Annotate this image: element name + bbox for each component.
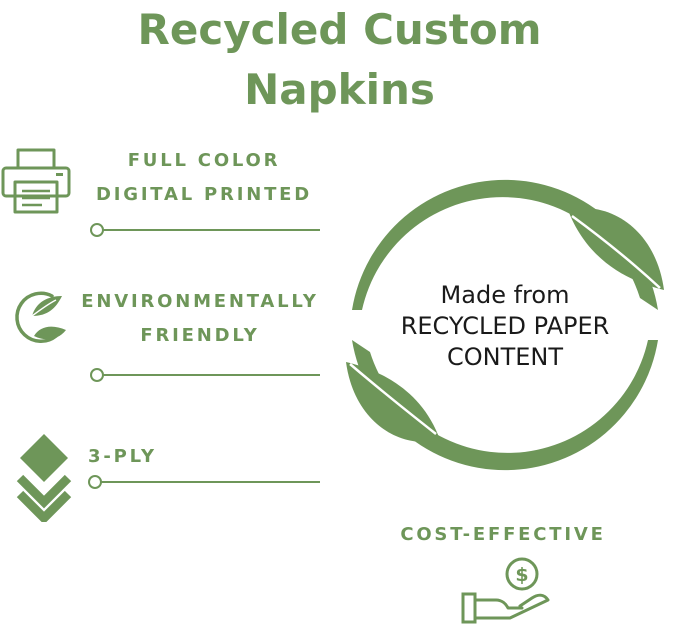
badge-text: Made from RECYCLED PAPER CONTENT [340,280,670,373]
connector-line [90,368,320,382]
feature-label: ENVIRONMENTALLY [81,291,319,312]
title-line-1: Recycled Custom [137,5,542,54]
feature-label: 3-PLY [88,446,157,467]
feature-label: FULL COLOR [127,150,281,171]
connector-line [90,223,320,237]
page-title: Recycled Custom Napkins [0,0,679,120]
recycle-leaves-icon [340,160,670,490]
cost-effective-label: COST-EFFECTIVE [400,524,606,545]
badge-line-3: CONTENT [446,343,564,371]
layers-icon [16,432,72,525]
feature-full-color: FULL COLOR DIGITAL PRINTED [84,144,324,212]
eco-leaf-icon [8,286,70,348]
title-line-2: Napkins [244,65,435,114]
svg-text:$: $ [515,564,528,586]
connector-line [88,475,320,489]
feature-label: DIGITAL PRINTED [96,184,312,205]
feature-label: FRIENDLY [140,325,260,346]
hand-dollar-icon: $ [460,556,554,626]
feature-3-ply: 3-PLY [88,440,178,474]
badge-line-2: RECYCLED PAPER [400,312,610,340]
printer-icon [0,146,72,216]
feature-environmentally-friendly: ENVIRONMENTALLY FRIENDLY [72,285,328,353]
badge-line-1: Made from [440,281,570,309]
